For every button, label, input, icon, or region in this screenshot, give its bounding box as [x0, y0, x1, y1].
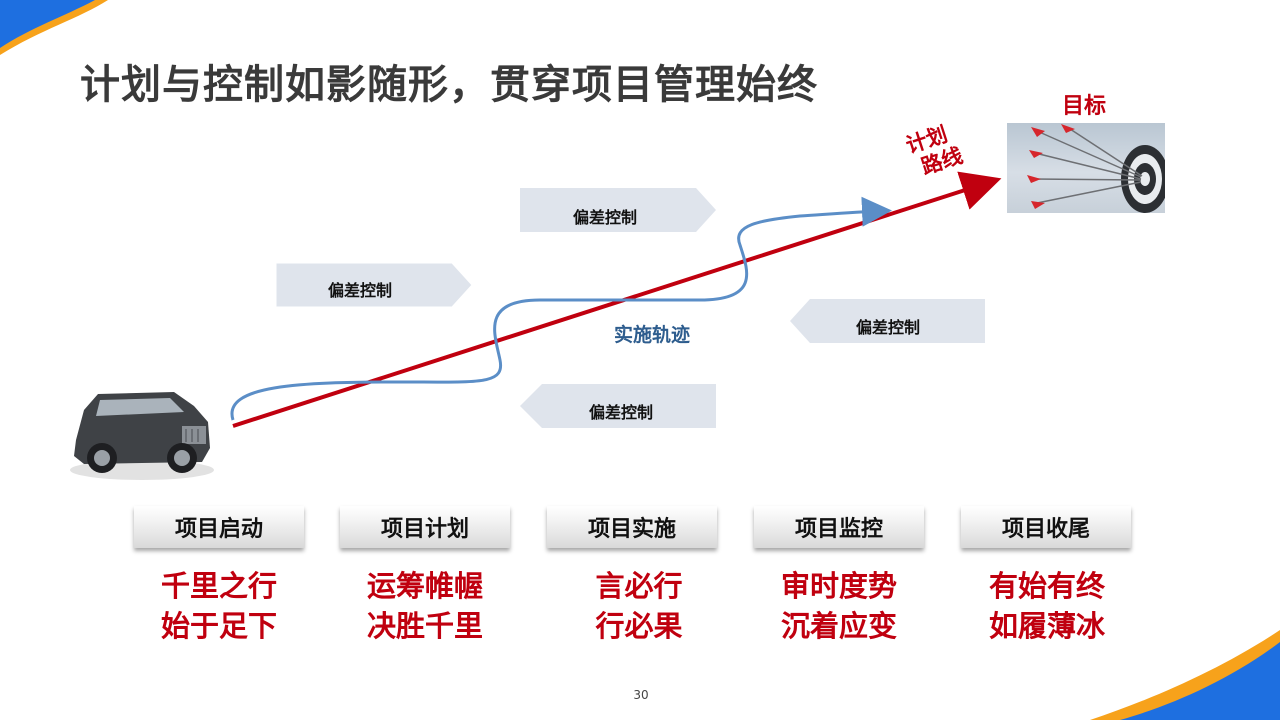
implementation-trajectory — [230, 196, 892, 421]
deviation-arrow-4 — [520, 384, 716, 428]
phase-box-monitoring: 项目监控 — [754, 506, 924, 548]
target-icon — [1027, 124, 1165, 213]
motto-line: 审时度势 — [780, 569, 897, 603]
motto-monitoring: 审时度势 沉着应变 — [754, 566, 924, 646]
deviation-control-label-4: 偏差控制 — [589, 403, 654, 422]
phase-box-execution: 项目实施 — [547, 506, 717, 548]
motto-execution: 言必行 行必果 — [554, 566, 724, 646]
motto-line: 千里之行 — [160, 569, 277, 603]
phase-box-initiation: 项目启动 — [134, 506, 304, 548]
motto-line: 行必果 — [595, 609, 683, 643]
deviation-arrow-3 — [790, 299, 985, 343]
target-image — [1007, 123, 1165, 213]
car-icon — [70, 392, 214, 480]
page-number: 30 — [633, 688, 649, 702]
target-label: 目标 — [1062, 94, 1107, 119]
motto-line: 言必行 — [595, 569, 683, 603]
deviation-control-label-2: 偏差控制 — [573, 208, 638, 227]
motto-line: 决胜千里 — [366, 609, 483, 643]
phase-box-planning: 项目计划 — [340, 506, 510, 548]
deviation-control-label-3: 偏差控制 — [856, 318, 921, 337]
motto-line: 运筹帷幄 — [366, 569, 483, 603]
motto-planning: 运筹帷幄 决胜千里 — [340, 566, 510, 646]
corner-decoration-top-left — [0, 0, 108, 55]
page-title: 计划与控制如影随形，贯穿项目管理始终 — [80, 62, 818, 108]
deviation-control-label-1: 偏差控制 — [328, 281, 393, 300]
motto-initiation: 千里之行 始于足下 — [134, 566, 304, 646]
deviation-arrow-1 — [275, 262, 473, 308]
motto-line: 有始有终 — [988, 569, 1105, 603]
implementation-label: 实施轨迹 — [614, 324, 691, 346]
deviation-arrow-2 — [520, 188, 716, 232]
motto-line: 沉着应变 — [780, 609, 897, 643]
motto-line: 如履薄冰 — [988, 609, 1105, 643]
motto-line: 始于足下 — [160, 609, 277, 643]
motto-closing: 有始有终 如履薄冰 — [962, 566, 1132, 646]
car-image — [62, 370, 222, 488]
corner-decoration-bottom-right — [1090, 630, 1280, 720]
phase-box-closing: 项目收尾 — [961, 506, 1131, 548]
